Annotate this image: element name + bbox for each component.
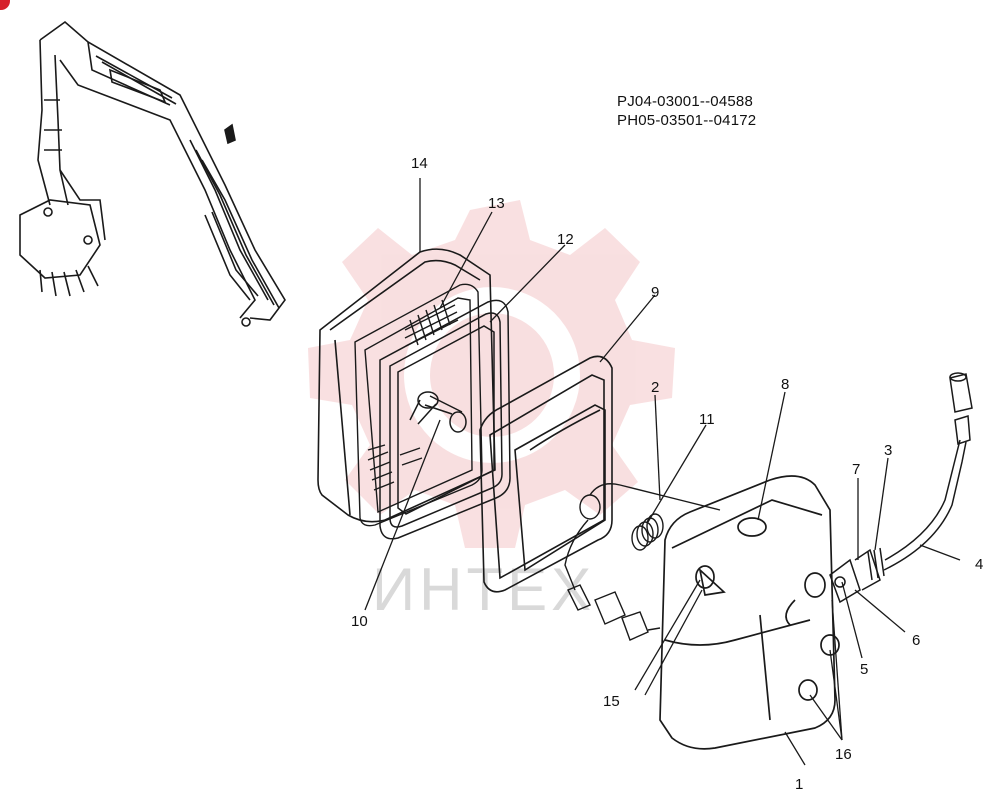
callout-9: 9 (651, 284, 659, 301)
callout-12: 12 (557, 231, 574, 248)
callout-14: 14 (411, 155, 428, 172)
callout-15: 15 (603, 693, 620, 710)
callout-labels: 1 2 3 4 5 6 7 8 9 10 11 12 13 14 15 16 (351, 155, 983, 793)
part-3-4-cable (829, 372, 973, 604)
serial-range-1: PJ04-03001--04588 (617, 93, 753, 110)
watermark-logo (308, 200, 675, 548)
part-14-outer-cover (317, 248, 496, 523)
part-13-lens (354, 283, 483, 527)
serial-range-2: PH05-03501--04172 (617, 112, 757, 129)
part-12-gasket (379, 299, 511, 540)
part-9-reflector (479, 355, 613, 593)
leader-lines (364, 178, 961, 766)
callout-8: 8 (781, 376, 789, 393)
watermark-text: ИНТЕХ (372, 556, 595, 623)
callout-4: 4 (975, 556, 983, 573)
callout-1: 1 (795, 776, 803, 793)
callout-3: 3 (884, 442, 892, 459)
part-8-cap (737, 517, 767, 537)
callout-10: 10 (351, 613, 368, 630)
callout-6: 6 (912, 632, 920, 649)
excavator-thumbnail (19, 20, 286, 327)
callout-2: 2 (651, 379, 659, 396)
callout-16: 16 (835, 746, 852, 763)
callout-11: 11 (699, 411, 715, 428)
corner-badge (0, 0, 10, 10)
callout-13: 13 (488, 195, 505, 212)
part-1-case (659, 475, 840, 750)
callout-5: 5 (860, 661, 868, 678)
callout-7: 7 (852, 461, 860, 478)
part-10-bulb (409, 391, 467, 433)
wire-harness (564, 483, 721, 641)
part-11-spring (631, 513, 664, 551)
